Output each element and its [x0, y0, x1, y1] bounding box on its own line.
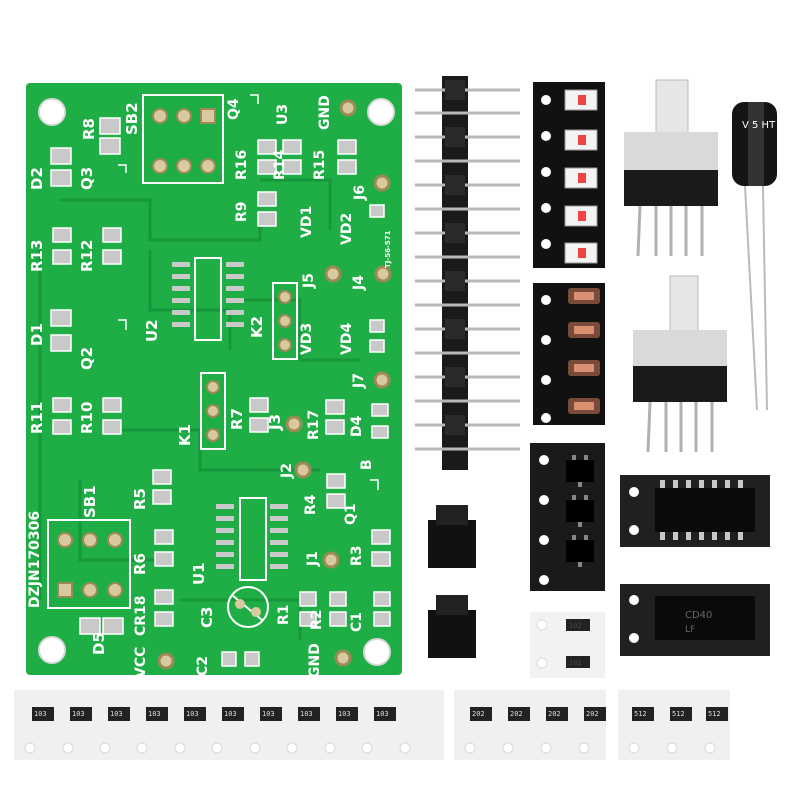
silk-R11: R11 — [28, 401, 46, 434]
silk-D2: D2 — [28, 167, 46, 190]
silk-J1: J1 — [305, 551, 321, 566]
silk-K1: K1 — [176, 423, 194, 446]
silk-D5: D5 — [90, 632, 108, 655]
pin-header — [415, 76, 520, 470]
silk-GND-bottom: GND — [307, 643, 323, 678]
silk-R9: R9 — [234, 201, 250, 222]
silk-U1: U1 — [190, 562, 208, 585]
tape3-label: 512 — [634, 710, 647, 718]
silk-SB2: SB2 — [123, 102, 141, 135]
silk-R7: R7 — [228, 408, 246, 430]
silk-Q1: Q1 — [343, 503, 359, 525]
silk-SB1: SB1 — [81, 485, 99, 518]
resistor-tape — [14, 690, 730, 760]
silk-VD3: VD3 — [299, 322, 315, 355]
silk-U2: U2 — [143, 319, 161, 342]
tape1-label: 103 — [34, 710, 47, 718]
tape2-label: 202 — [472, 710, 485, 718]
silk-R3: R3 — [349, 545, 365, 566]
small-res-2: 102 — [569, 659, 582, 667]
tape1-label: 103 — [300, 710, 313, 718]
silk-R15: R15 — [312, 149, 328, 180]
silk-R10: R10 — [78, 401, 96, 434]
silk-R16: R16 — [234, 149, 250, 180]
silk-J7: J7 — [351, 373, 367, 388]
tape1-label: 103 — [72, 710, 85, 718]
silk-R14: R14 — [272, 149, 288, 180]
silk-B: B — [359, 459, 375, 470]
silk-J2: J2 — [279, 463, 295, 478]
push-button — [624, 79, 727, 453]
silk-VD4: VD4 — [339, 322, 355, 355]
silk-J5: J5 — [301, 273, 317, 288]
transistor-strip — [530, 443, 605, 591]
silk-R5: R5 — [131, 488, 149, 510]
silk-R6: R6 — [131, 553, 149, 575]
silk-D4: D4 — [349, 415, 365, 437]
tape3-label: 512 — [708, 710, 721, 718]
silk-Q4: Q4 — [226, 98, 242, 120]
tape2-label: 202 — [586, 710, 599, 718]
silk-R4: R4 — [303, 494, 319, 515]
cap-text: V 5 HT — [742, 120, 776, 131]
silk-GND-top: GND — [317, 95, 333, 130]
silk-VCC: VCC — [133, 646, 149, 678]
silk-J4: J4 — [351, 275, 367, 290]
silk-C2: C2 — [195, 655, 211, 676]
ic-chip: CD40 LF — [620, 475, 770, 656]
silk-J3: J3 — [266, 413, 284, 430]
tape1-label: 103 — [148, 710, 161, 718]
silk-U3: U3 — [275, 103, 291, 125]
silk-C3: C3 — [198, 606, 216, 628]
tape2-label: 202 — [510, 710, 523, 718]
tape1-label: 103 — [186, 710, 199, 718]
silk-J6: J6 — [352, 185, 368, 200]
ic-text2: LF — [685, 625, 695, 635]
silk-CR18: CR18 — [133, 595, 149, 636]
silk-DZJN: DZJN170306 — [27, 510, 43, 608]
tape3-label: 512 — [672, 710, 685, 718]
silk-Q2: Q2 — [78, 346, 96, 370]
silk-R1: R1 — [276, 604, 292, 625]
silk-C1: C1 — [349, 611, 365, 632]
silk-Q3: Q3 — [78, 166, 96, 190]
small-res-1: 102 — [569, 622, 582, 630]
silk-R12: R12 — [78, 239, 96, 272]
silk-VD2: VD2 — [339, 212, 355, 245]
silk-R17: R17 — [306, 409, 322, 440]
silk-VD1: VD1 — [299, 205, 315, 238]
silk-K2: K2 — [248, 315, 266, 338]
jumper-cap — [428, 505, 476, 658]
silk-R13: R13 — [28, 239, 46, 272]
ic-text: CD40 — [685, 610, 712, 621]
tape1-label: 103 — [376, 710, 389, 718]
pcb-board — [26, 83, 402, 675]
tape1-label: 103 — [262, 710, 275, 718]
silk-D1: D1 — [28, 323, 46, 346]
led-strip — [533, 82, 605, 268]
tape1-label: 103 — [338, 710, 351, 718]
tape1-label: 103 — [224, 710, 237, 718]
silk-R8: R8 — [80, 118, 98, 140]
tape1-label: 103 — [110, 710, 123, 718]
diode-strip — [533, 283, 605, 425]
silk-R2: R2 — [309, 609, 325, 630]
tape2-label: 202 — [548, 710, 561, 718]
electrolytic-capacitor: V 5 HT — [732, 102, 777, 411]
silk-TJ: TJ-56-571 — [384, 230, 392, 268]
